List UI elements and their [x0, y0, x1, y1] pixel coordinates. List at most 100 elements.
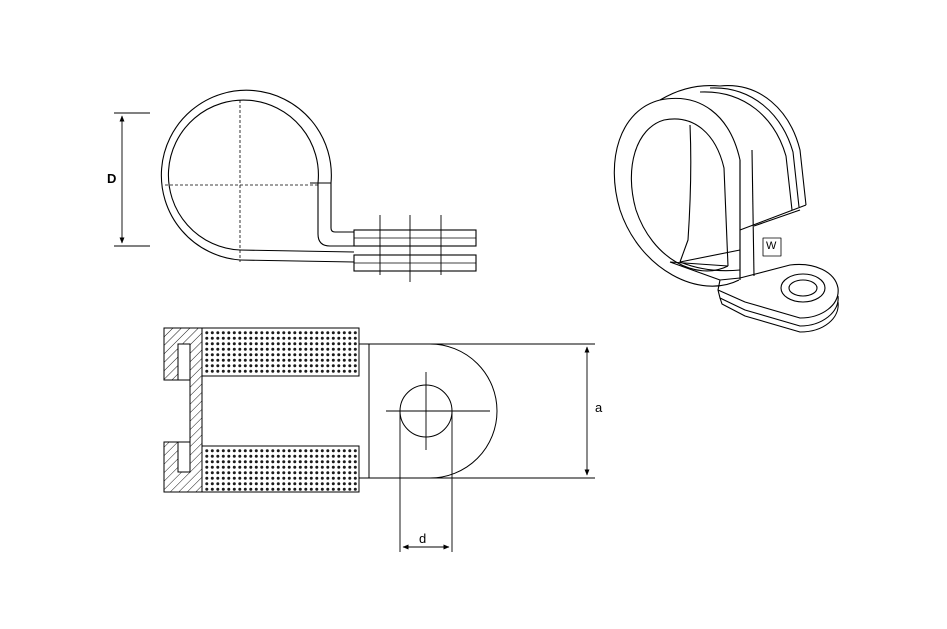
rubber-dot	[342, 358, 346, 362]
rubber-dot	[205, 476, 209, 480]
rubber-dot	[216, 454, 220, 458]
rubber-dot	[260, 449, 264, 453]
rubber-dot	[315, 465, 319, 469]
rubber-dot	[238, 476, 242, 480]
rubber-dot	[320, 465, 324, 469]
rubber-dot	[210, 460, 214, 464]
rubber-dot	[315, 364, 319, 368]
rubber-dot	[304, 353, 308, 357]
rubber-dot	[326, 347, 330, 351]
rubber-dot	[287, 471, 291, 475]
section-view	[163, 327, 498, 493]
rubber-dot	[298, 460, 302, 464]
rubber-dot	[282, 487, 286, 491]
rubber-dot	[298, 454, 302, 458]
rubber-dot	[227, 353, 231, 357]
rubber-dot	[210, 342, 214, 346]
rubber-dot	[249, 353, 253, 357]
rubber-dot	[304, 471, 308, 475]
rubber-dot	[282, 369, 286, 373]
rubber-dot	[304, 364, 308, 368]
rubber-dot	[271, 465, 275, 469]
rubber-dot	[227, 460, 231, 464]
rubber-dot	[337, 487, 341, 491]
rubber-dot	[238, 465, 242, 469]
rubber-dot	[315, 331, 319, 335]
rubber-dot	[216, 487, 220, 491]
rubber-dot	[216, 336, 220, 340]
rubber-dot	[232, 347, 236, 351]
rubber-dot	[353, 454, 357, 458]
rubber-dot	[353, 336, 357, 340]
rubber-dot	[271, 449, 275, 453]
rubber-dot	[254, 476, 258, 480]
rubber-dot	[326, 342, 330, 346]
rubber-dot	[331, 364, 335, 368]
rubber-dot	[249, 465, 253, 469]
rubber-dot	[205, 449, 209, 453]
rubber-dot	[342, 482, 346, 486]
rubber-dot	[337, 465, 341, 469]
rubber-dot	[353, 482, 357, 486]
rubber-dot	[342, 471, 346, 475]
rubber-dot	[216, 347, 220, 351]
rubber-dot	[260, 487, 264, 491]
rubber-dot	[348, 347, 352, 351]
iso-front-loop-outer	[613, 97, 741, 287]
rubber-dot	[320, 449, 324, 453]
rubber-dot	[210, 364, 214, 368]
rubber-dot	[348, 358, 352, 362]
rubber-dot	[260, 331, 264, 335]
rubber-dot	[238, 454, 242, 458]
rubber-dot	[342, 487, 346, 491]
rubber-dot	[260, 358, 264, 362]
rubber-dot	[232, 336, 236, 340]
rubber-dot	[271, 369, 275, 373]
rubber-dot	[260, 369, 264, 373]
rubber-dot	[232, 476, 236, 480]
rubber-dot	[337, 358, 341, 362]
rubber-dot	[205, 487, 209, 491]
rubber-dot	[276, 331, 280, 335]
rubber-dot	[254, 449, 258, 453]
rubber-dot	[221, 369, 225, 373]
rubber-dot	[221, 358, 225, 362]
rubber-dot	[205, 358, 209, 362]
rubber-dot	[232, 460, 236, 464]
rubber-dot	[320, 487, 324, 491]
rubber-dot	[287, 369, 291, 373]
rubber-dot	[337, 482, 341, 486]
rubber-dot	[331, 347, 335, 351]
clip-outer-contour	[160, 89, 354, 261]
rubber-dot	[326, 471, 330, 475]
rubber-dot	[298, 369, 302, 373]
rubber-dot	[315, 353, 319, 357]
rubber-dot	[243, 353, 247, 357]
rubber-dot	[326, 465, 330, 469]
rubber-dot	[271, 342, 275, 346]
rubber-dot	[227, 465, 231, 469]
rubber-dot	[249, 331, 253, 335]
rubber-dot	[276, 471, 280, 475]
rubber-dot	[265, 465, 269, 469]
rubber-dot	[282, 358, 286, 362]
rubber-dot	[238, 460, 242, 464]
rubber-dot	[238, 358, 242, 362]
rubber-dot	[309, 353, 313, 357]
rubber-dot	[309, 465, 313, 469]
rubber-dot	[282, 460, 286, 464]
rubber-dot	[287, 460, 291, 464]
rubber-dot	[260, 347, 264, 351]
rubber-dot	[260, 364, 264, 368]
rubber-dot	[210, 358, 214, 362]
dimension-label-a: a	[595, 400, 603, 415]
rubber-dot	[353, 449, 357, 453]
rubber-dot	[353, 342, 357, 346]
iso-tab-hole-outer	[780, 273, 826, 303]
rubber-dot	[221, 331, 225, 335]
rubber-dot	[320, 358, 324, 362]
rubber-dot	[260, 476, 264, 480]
rubber-dot	[265, 336, 269, 340]
rubber-dot	[276, 460, 280, 464]
